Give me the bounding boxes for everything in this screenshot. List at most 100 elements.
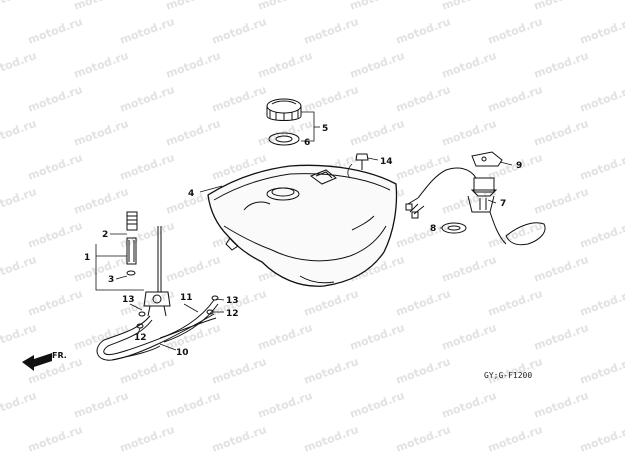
watermark-text: motod.ru — [26, 83, 84, 115]
watermark-text: motod.ru — [26, 287, 84, 319]
watermark-text: motod.ru — [302, 287, 360, 319]
fuel-unit — [405, 167, 546, 246]
watermark-text: motod.ru — [0, 253, 38, 285]
fuel-tank — [207, 164, 398, 287]
watermark-text: motod.ru — [164, 389, 222, 421]
watermark-text: motod.ru — [72, 389, 130, 421]
watermark-text: motod.ru — [0, 389, 38, 421]
watermark-text: motod.ru — [0, 0, 38, 13]
callout-5: 5 — [322, 124, 328, 134]
watermark-text: motod.ru — [532, 389, 590, 421]
watermark-text: motod.ru — [164, 253, 222, 285]
watermark-text: motod.ru — [118, 355, 176, 387]
callout-13-right: 13 — [226, 296, 239, 306]
watermark-text: motod.ru — [486, 83, 544, 115]
watermark-text: motod.ru — [72, 49, 130, 81]
watermark-text: motod.ru — [440, 253, 498, 285]
watermark-text: motod.ru — [72, 253, 130, 285]
watermark-text: motod.ru — [256, 389, 314, 421]
watermark-text: motod.ru — [532, 0, 590, 13]
watermark-text: motod.ru — [210, 355, 268, 387]
watermark-text: motod.ru — [394, 83, 452, 115]
watermark-text: motod.ru — [486, 219, 544, 251]
callout-10: 10 — [176, 348, 189, 358]
callout-8: 8 — [430, 224, 436, 234]
watermark-text: motod.ru — [118, 15, 176, 47]
watermark-text: motod.ru — [440, 389, 498, 421]
callout-14: 14 — [380, 157, 393, 167]
watermark-text: motod.ru — [440, 0, 498, 13]
watermark-text: motod.ru — [532, 253, 590, 285]
callout-9: 9 — [516, 161, 522, 171]
watermark-text: motod.ru — [578, 355, 625, 387]
fuel-hoses — [96, 299, 219, 361]
watermark-text: motod.ru — [394, 287, 452, 319]
watermark-text: motod.ru — [118, 83, 176, 115]
watermark-text: motod.ru — [394, 151, 452, 183]
watermark-text: motod.ru — [26, 151, 84, 183]
watermark-text: motod.ru — [440, 49, 498, 81]
watermark-text: motod.ru — [578, 83, 625, 115]
watermark-text: motod.ru — [578, 219, 625, 251]
callout-4: 4 — [188, 189, 194, 199]
callout-1: 1 — [84, 253, 90, 263]
callout-12-left: 12 — [134, 333, 147, 343]
watermark-text: motod.ru — [72, 185, 130, 217]
watermark-text: motod.ru — [394, 219, 452, 251]
watermark-text: motod.ru — [210, 423, 268, 455]
watermark-text: motod.ru — [26, 423, 84, 455]
callout-6: 6 — [304, 138, 310, 148]
watermark-text: motod.ru — [256, 49, 314, 81]
watermark-text: motod.ru — [26, 219, 84, 251]
watermark-text: motod.ru — [302, 355, 360, 387]
watermark-text: motod.ru — [302, 83, 360, 115]
watermark-text: motod.ru — [0, 321, 38, 353]
callout-2: 2 — [102, 230, 108, 240]
watermark-text: motod.ru — [440, 321, 498, 353]
watermark-text: motod.ru — [486, 287, 544, 319]
watermark-text: motod.ru — [210, 287, 268, 319]
watermark-text: motod.ru — [0, 49, 38, 81]
watermark-text: motod.ru — [532, 117, 590, 149]
watermark-text: motod.ru — [348, 49, 406, 81]
watermark-text: motod.ru — [72, 321, 130, 353]
watermark-text: motod.ru — [394, 15, 452, 47]
watermark-text: motod.ru — [532, 185, 590, 217]
watermark-text: motod.ru — [486, 423, 544, 455]
watermark-text: motod.ru — [210, 15, 268, 47]
watermark-text: motod.ru — [164, 49, 222, 81]
watermark-text: motod.ru — [440, 117, 498, 149]
callout-13-left: 13 — [122, 295, 135, 305]
watermark-text: motod.ru — [0, 117, 38, 149]
watermark-text: motod.ru — [348, 0, 406, 13]
watermark-text: motod.ru — [26, 15, 84, 47]
unit-plate — [471, 151, 503, 167]
watermark-text: motod.ru — [256, 321, 314, 353]
watermark-text: motod.ru — [72, 117, 130, 149]
watermark-text: motod.ru — [394, 355, 452, 387]
watermark-text: motod.ru — [72, 0, 130, 13]
bolt — [347, 153, 369, 179]
callout-7: 7 — [500, 199, 506, 209]
cap-gasket — [268, 132, 300, 146]
watermark-text: motod.ru — [302, 15, 360, 47]
watermark-text: motod.ru — [210, 83, 268, 115]
callout-3: 3 — [108, 275, 114, 285]
diagram-code: GY;G-F1200 — [484, 371, 532, 380]
watermark-text: motod.ru — [578, 15, 625, 47]
watermark-text: motod.ru — [486, 15, 544, 47]
watermark-text: motod.ru — [164, 117, 222, 149]
watermark-text: motod.ru — [256, 0, 314, 13]
watermark-text: motod.ru — [348, 389, 406, 421]
front-direction-indicator: FR. — [22, 351, 67, 371]
watermark-text: motod.ru — [118, 423, 176, 455]
leader-lines — [95, 111, 513, 351]
watermark-text: motod.ru — [0, 185, 38, 217]
callouts: 5 6 14 4 9 7 8 2 1 3 13 11 13 12 12 10 — [84, 124, 522, 358]
watermark-text: motod.ru — [348, 321, 406, 353]
front-label: FR. — [52, 351, 67, 360]
watermark-text: motod.ru — [394, 423, 452, 455]
filler-cap — [266, 98, 302, 121]
